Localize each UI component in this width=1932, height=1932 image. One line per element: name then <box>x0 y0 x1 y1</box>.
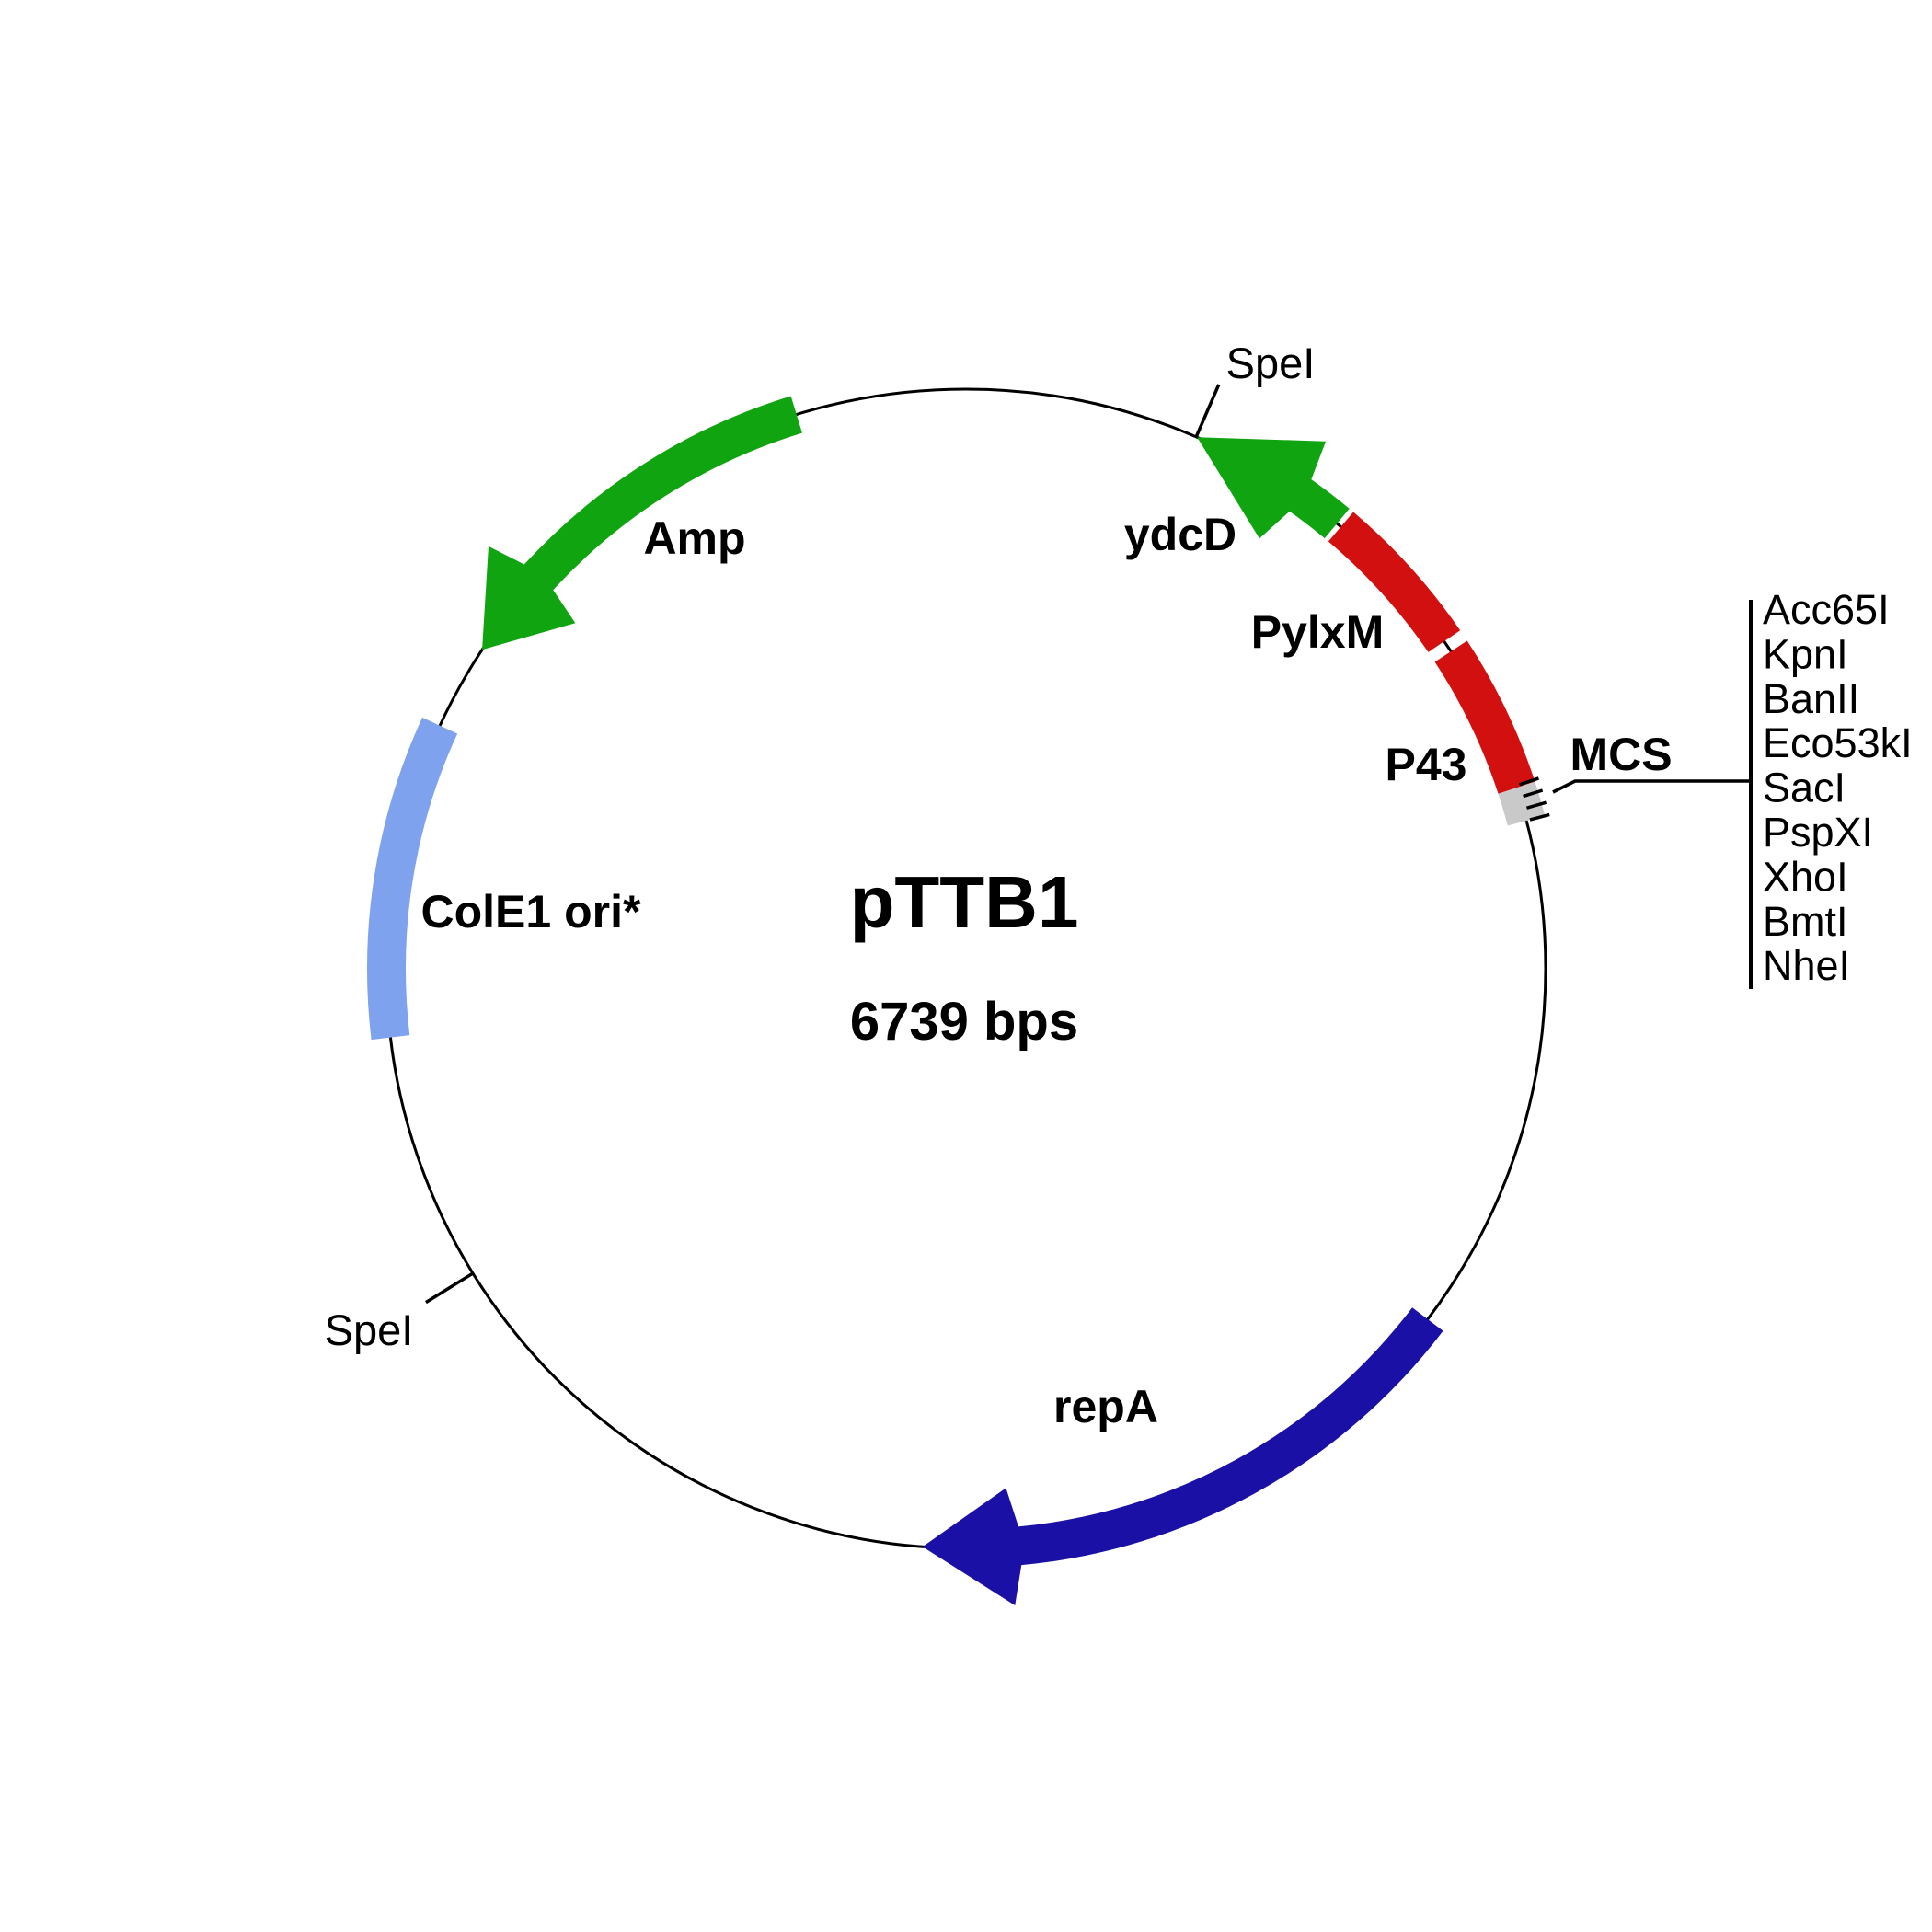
plasmid-title: pTTB1 <box>850 861 1079 943</box>
mcs-tick-0 <box>1519 776 1540 787</box>
site-label-spei-top: SpeI <box>1226 339 1316 387</box>
plasmid-size: 6739 bps <box>850 992 1078 1052</box>
feature-band-mcs-segment <box>1498 781 1546 826</box>
mcs-enzyme-label-kpni: KpnI <box>1763 630 1848 677</box>
mcs-enzyme-label-eco53ki: Eco53kI <box>1763 719 1913 766</box>
mcs-tick-3 <box>1529 812 1550 822</box>
mcs-enzyme-label-pspxi: PspXI <box>1763 809 1873 856</box>
mcs-enzyme-label-nhei: NheI <box>1763 942 1850 989</box>
site-label-spei-bottom: SpeI <box>325 1305 414 1354</box>
plasmid-features-layer <box>367 396 1546 1605</box>
feature-arrow-body-repA <box>1016 1307 1443 1566</box>
feature-label-repA: repA <box>1053 1381 1158 1432</box>
mcs-enzyme-label-xhoi: XhoI <box>1763 853 1848 900</box>
feature-label-cole1: ColE1 ori* <box>421 886 641 937</box>
site-tick-spei-top <box>1194 384 1221 438</box>
mcs-leader-line <box>1552 779 1751 794</box>
mcs-enzyme-label-bmti: BmtI <box>1763 898 1848 945</box>
feature-arrowhead-repA <box>922 1488 1025 1605</box>
mcs-enzyme-label-saci: SacI <box>1763 765 1846 811</box>
feature-arrow-body-amp <box>523 396 802 592</box>
mcs-tick-2 <box>1525 800 1547 810</box>
site-tick-spei-bottom <box>425 1271 474 1305</box>
feature-label-ydcD: ydcD <box>1124 509 1236 560</box>
feature-arrowhead-amp <box>482 546 576 650</box>
mcs-enzyme-label-acc65i: Acc65I <box>1763 586 1890 633</box>
feature-band-p43 <box>1434 640 1535 794</box>
mcs-tick-1 <box>1523 788 1544 799</box>
mcs-label: MCS <box>1570 729 1672 780</box>
mcs-enzyme-label-banii: BanII <box>1763 675 1859 722</box>
feature-arrowhead-ydcD <box>1197 437 1327 539</box>
feature-label-p43: P43 <box>1386 739 1467 790</box>
feature-band-cole1 <box>367 717 458 1041</box>
feature-arrow-body-ydcD <box>1287 477 1350 539</box>
feature-band-pylxm <box>1328 512 1461 653</box>
feature-label-pylxm: PylxM <box>1251 606 1385 658</box>
restriction-sites-layer <box>425 384 1753 1305</box>
feature-label-amp: Amp <box>643 512 745 564</box>
